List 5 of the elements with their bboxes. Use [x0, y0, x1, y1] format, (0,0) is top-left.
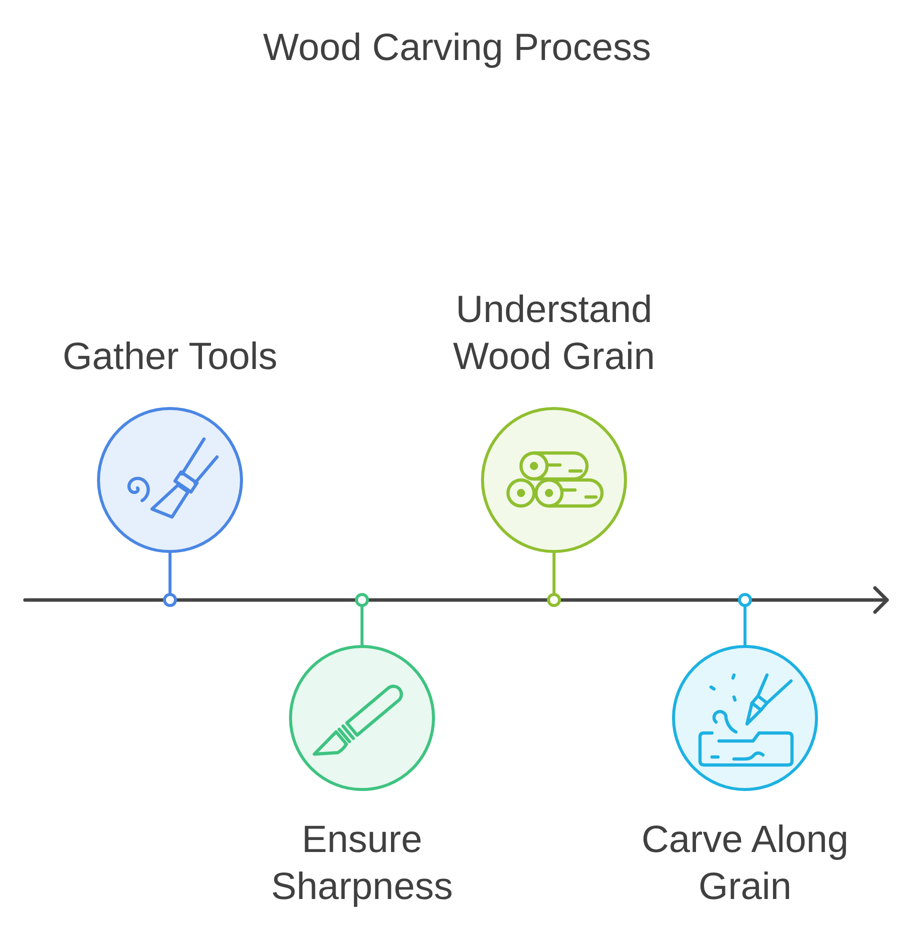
step-label: Gather Tools: [62, 335, 278, 380]
diagram-title: Wood Carving Process: [262, 26, 652, 70]
step-label: Ensure Sharpness: [270, 818, 454, 910]
step-label: Carve Along Grain: [640, 818, 850, 910]
step-label: Understand Wood Grain: [452, 288, 656, 380]
